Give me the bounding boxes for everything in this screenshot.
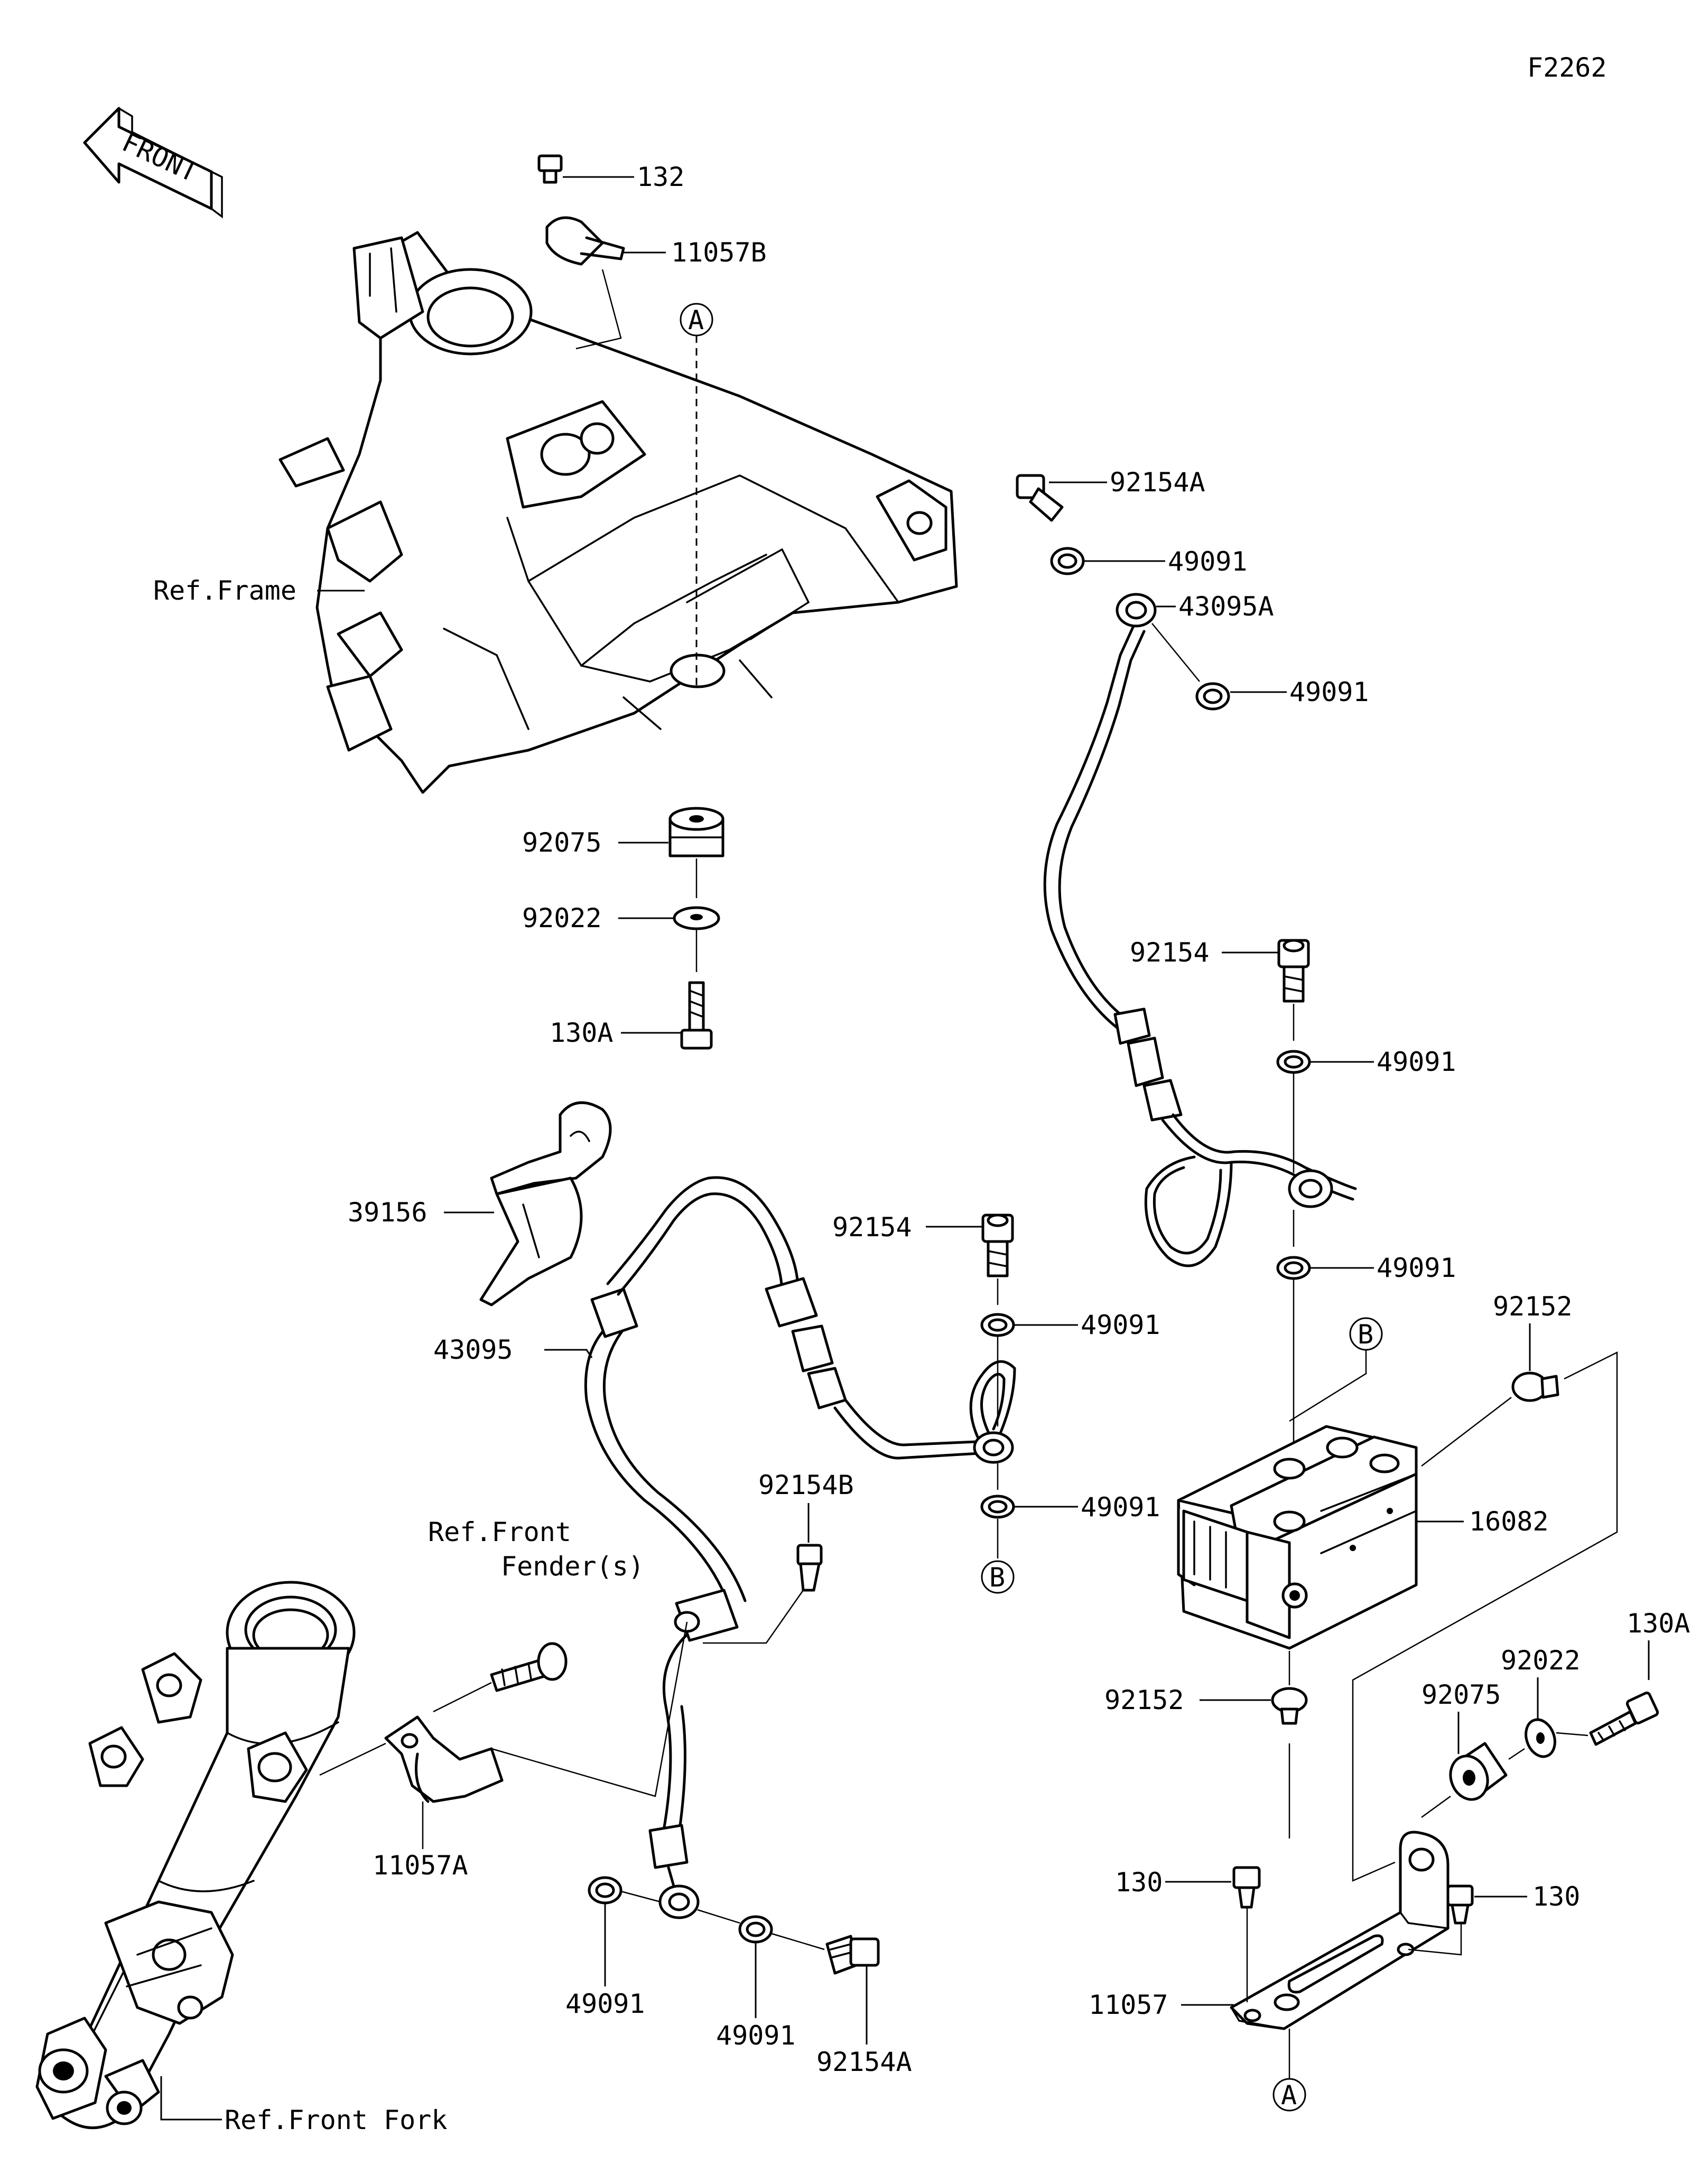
callout-49091-a: 49091 bbox=[1168, 546, 1248, 577]
callout-16082: 16082 bbox=[1469, 1506, 1549, 1537]
ref-front-fork-label: Ref.Front Fork bbox=[225, 2105, 447, 2135]
callout-11057: 11057 bbox=[1089, 1990, 1168, 2020]
bolt-130-right bbox=[1446, 1884, 1474, 1925]
washer-49091-c bbox=[1276, 1050, 1311, 1074]
bolt-130-left bbox=[1232, 1866, 1261, 1909]
callout-130A-right: 130A bbox=[1627, 1608, 1690, 1639]
banjo-bolt-92154-right bbox=[1277, 939, 1310, 1003]
callout-130-right: 130 bbox=[1532, 1881, 1580, 1912]
front-direction-arrow: FRONT bbox=[83, 107, 223, 219]
brake-hose-43095A bbox=[1043, 624, 1357, 1267]
bolt-130A-top bbox=[680, 981, 713, 1050]
ref-frame-label: Ref.Frame bbox=[153, 575, 296, 606]
callout-132: 132 bbox=[637, 162, 684, 192]
washer-49091-e bbox=[980, 1313, 1015, 1337]
ref-a-bottom-label: A bbox=[1281, 2080, 1297, 2111]
callout-49091-h: 49091 bbox=[716, 2020, 796, 2051]
bolt-92154B bbox=[796, 1544, 823, 1592]
callout-43095A: 43095A bbox=[1178, 591, 1274, 622]
callout-92075-top: 92075 bbox=[522, 827, 602, 858]
callout-43095: 43095 bbox=[433, 1334, 513, 1365]
ref-circle-a-top bbox=[680, 303, 713, 337]
grommet-92075-right bbox=[1449, 1742, 1508, 1801]
callout-92022-top: 92022 bbox=[522, 903, 602, 934]
washer-92022-top bbox=[673, 906, 720, 930]
clamp-11057A bbox=[384, 1715, 504, 1803]
washer-49091-a bbox=[1050, 547, 1085, 575]
callout-11057A: 11057A bbox=[373, 1850, 468, 1881]
fender-bolt bbox=[490, 1642, 568, 1692]
bracket-11057 bbox=[1230, 1831, 1450, 2030]
callout-49091-f: 49091 bbox=[1081, 1492, 1160, 1523]
callout-11057B: 11057B bbox=[671, 237, 767, 268]
callout-92154A-bottom: 92154A bbox=[816, 2047, 912, 2077]
washer-49091-b bbox=[1195, 682, 1230, 711]
mount-bolt-92152-top bbox=[1511, 1371, 1559, 1402]
frame-drawing bbox=[278, 231, 958, 794]
bracket-39156 bbox=[479, 1101, 612, 1306]
ref-circle-b-mid bbox=[981, 1560, 1015, 1594]
mount-bolt-92152-mid bbox=[1271, 1687, 1308, 1725]
callout-92152-mid: 92152 bbox=[1104, 1685, 1184, 1715]
washer-92022-right bbox=[1525, 1718, 1556, 1758]
callout-39156: 39156 bbox=[348, 1197, 428, 1228]
ref-circle-a-bottom bbox=[1272, 2078, 1306, 2112]
callout-49091-d: 49091 bbox=[1377, 1253, 1456, 1283]
banjo-bolt-92154-mid bbox=[981, 1214, 1014, 1277]
washer-49091-h bbox=[738, 1915, 773, 1944]
ref-b-mid-label: B bbox=[989, 1562, 1005, 1593]
callout-92154B: 92154B bbox=[758, 1470, 854, 1500]
brake-hose-43095 bbox=[584, 1176, 1016, 1919]
banjo-bolt-92154A-top bbox=[1016, 474, 1064, 522]
callout-92154A-top: 92154A bbox=[1110, 467, 1205, 498]
ref-a-top-label: A bbox=[688, 305, 704, 335]
ref-fender-label-line1: Ref.Front bbox=[428, 1517, 571, 1547]
bolt-132 bbox=[537, 154, 563, 184]
callout-130A-top: 130A bbox=[550, 1018, 613, 1048]
bolt-130A-right bbox=[1589, 1691, 1659, 1746]
ref-b-right-label: B bbox=[1358, 1319, 1373, 1350]
callout-49091-c: 49091 bbox=[1377, 1047, 1456, 1077]
callout-49091-e: 49091 bbox=[1081, 1310, 1160, 1340]
grommet-92075-top bbox=[668, 807, 724, 857]
abs-unit-16082 bbox=[1177, 1425, 1418, 1650]
banjo-bolt-92154A-bottom bbox=[825, 1935, 880, 1975]
callout-92154-mid: 92154 bbox=[832, 1212, 912, 1243]
ref-fender-label-line2: Fender(s) bbox=[501, 1551, 644, 1582]
callout-92022-right: 92022 bbox=[1501, 1645, 1581, 1676]
banjo-43095A bbox=[1116, 593, 1157, 628]
washer-49091-g bbox=[588, 1876, 622, 1905]
washer-49091-f bbox=[980, 1495, 1015, 1519]
callout-92154-right: 92154 bbox=[1130, 937, 1210, 968]
washer-49091-d bbox=[1276, 1256, 1311, 1280]
clamp-11057B bbox=[545, 216, 625, 266]
callout-49091-b: 49091 bbox=[1289, 677, 1369, 707]
callout-92075-right: 92075 bbox=[1421, 1679, 1501, 1710]
figure-code: F2262 bbox=[1527, 52, 1607, 83]
front-fork-drawing bbox=[35, 1581, 356, 2130]
callout-92152-top: 92152 bbox=[1493, 1291, 1573, 1322]
callout-130-left: 130 bbox=[1115, 1867, 1163, 1898]
callout-49091-g: 49091 bbox=[565, 1989, 645, 2019]
